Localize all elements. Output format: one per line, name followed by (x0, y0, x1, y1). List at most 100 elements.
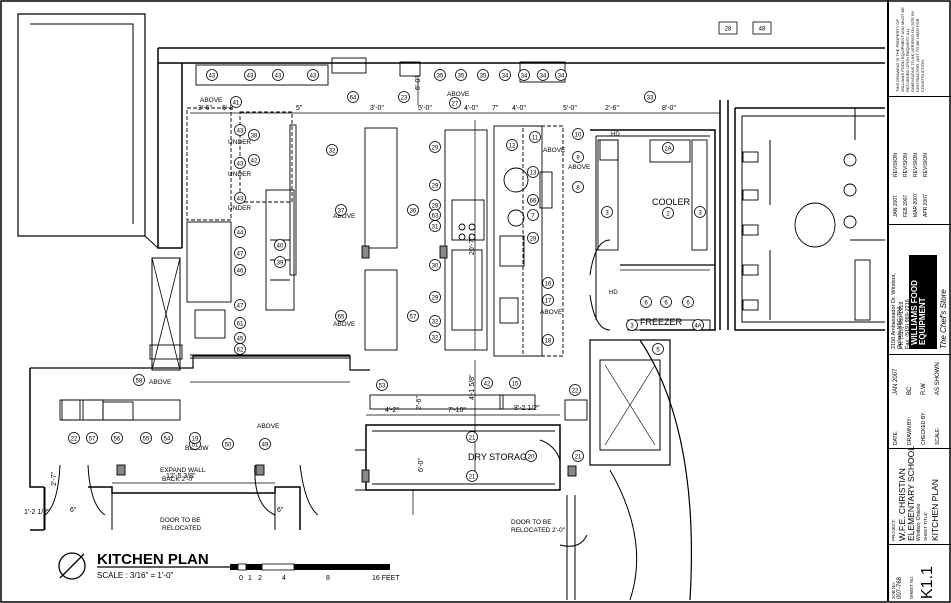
project-block: PROJECT: W.F.E. CHRISTIAN ELEMENTARY SCH… (889, 446, 951, 545)
equipment-tag: 42 (248, 154, 260, 166)
scale-bar (230, 563, 390, 571)
equipment-tag: 6 (660, 296, 672, 308)
equipment-tag: 32 (429, 315, 441, 327)
svg-text:ABOVE: ABOVE (257, 423, 280, 430)
equipment-tag: 2A (662, 142, 674, 154)
equipment-tag-label: 21 (575, 455, 582, 461)
equipment-tag-label: 64 (350, 96, 357, 102)
equipment-tag: 23 (398, 91, 410, 103)
equipment-tag-label: 22 (71, 437, 78, 443)
svg-text:UNDER: UNDER (228, 205, 251, 212)
svg-text:6": 6" (70, 507, 77, 514)
company-block: WILLIAMS FOOD EQUIPMENT The Chef's Store… (889, 224, 951, 355)
svg-text:4: 4 (282, 575, 286, 582)
equipment-tag-label: 27 (452, 102, 459, 108)
equipment-tag-label: 57 (410, 315, 417, 321)
svg-text:0: 0 (239, 575, 243, 582)
equipment-tag: 33 (644, 91, 656, 103)
equipment-tag: 43 (234, 192, 246, 204)
equipment-tag: 31 (429, 220, 441, 232)
svg-text:1: 1 (248, 575, 252, 582)
svg-text:2'-6": 2'-6" (605, 105, 619, 112)
equipment-tag: 30 (429, 259, 441, 271)
equipment-tag-label: 35 (480, 74, 487, 80)
equipment-tag: 18 (542, 334, 554, 346)
svg-text:7": 7" (492, 105, 499, 112)
equipment-tag-label: 9 (576, 156, 580, 162)
equipment-tag: 34 (499, 69, 511, 81)
sheet-number-block: JOB No: 007-768 SHEET No: K1.1 (889, 544, 951, 602)
svg-text:DOOR TO BE: DOOR TO BE (160, 517, 201, 524)
equipment-tag-label: 8 (576, 186, 580, 192)
equipment-tag: 49 (259, 438, 271, 450)
svg-text:2: 2 (258, 575, 262, 582)
equipment-tag-label: 31 (432, 225, 439, 231)
hand-sink-label: HD (609, 290, 618, 296)
equipment-tag: 27 (449, 97, 461, 109)
equipment-tag-label: 29 (432, 146, 439, 152)
company-tagline: The Chef's Store (939, 289, 948, 349)
dry-storage-label: DRY STORAGE (468, 452, 533, 462)
equipment-tag: 42 (481, 377, 493, 389)
equipment-tag: 21 (572, 450, 584, 462)
equipment-tag-label: 3 (605, 211, 609, 217)
svg-text:BACK 2'-0": BACK 2'-0" (162, 476, 195, 483)
equipment-tag: 50 (222, 438, 234, 450)
equipment-tag-label: 2A (664, 147, 671, 153)
equipment-tag-label: 18 (545, 339, 552, 345)
equipment (44, 57, 871, 547)
equipment-tag: 65 (335, 310, 347, 322)
equipment-tag-label: 56 (114, 437, 121, 443)
svg-text:ABOVE: ABOVE (447, 91, 470, 98)
equipment-tag: 35 (477, 69, 489, 81)
svg-text:7'-10": 7'-10" (448, 407, 466, 414)
svg-text:6'-8": 6'-8" (222, 105, 236, 112)
drawing-title-block: KITCHEN PLAN SCALE : 3/16" = 1'-0" 0 1 2… (58, 551, 400, 582)
svg-text:ABOVE: ABOVE (333, 213, 356, 220)
equipment-tag-label: 48 (759, 27, 766, 33)
equipment-tag: 29 (429, 141, 441, 153)
equipment-tag-label: 35 (437, 74, 444, 80)
equipment-tag: 45 (234, 332, 246, 344)
equipment-tag: 20 (525, 450, 537, 462)
equipment-tag: 6 (682, 296, 694, 308)
svg-text:20'-7": 20'-7" (469, 237, 476, 255)
equipment-tag-label: 45 (237, 337, 244, 343)
svg-text:1'-2 1/2": 1'-2 1/2" (24, 509, 50, 516)
svg-text:UNDER: UNDER (228, 171, 251, 178)
equipment-tag: 32 (326, 144, 338, 156)
equipment-tag: 22 (68, 432, 80, 444)
equipment-tag-label: 66 (530, 199, 537, 205)
svg-text:ABOVE: ABOVE (333, 321, 356, 328)
svg-text:UNDER: UNDER (228, 139, 251, 146)
equipment-tag-label: 28 (530, 237, 537, 243)
room-labels: COOLER FREEZER DRY STORAGE (468, 197, 691, 462)
equipment-tag-label: 3 (698, 211, 702, 217)
equipment-tag-label: 20 (528, 455, 535, 461)
north-arrow-needle (59, 553, 85, 579)
svg-text:EXPAND WALL: EXPAND WALL (160, 467, 206, 474)
equipment-tag-label: 7 (531, 214, 535, 220)
svg-text:ABOVE: ABOVE (568, 164, 591, 171)
svg-text:6'-0": 6'-0" (415, 76, 422, 90)
equipment-tag-label: 40 (277, 244, 284, 250)
equipment-tag: 43 (244, 69, 256, 81)
svg-text:3'-6": 3'-6" (198, 105, 212, 112)
equipment-tag: 2 (662, 207, 674, 219)
equipment-tag-label: 30 (432, 264, 439, 270)
svg-text:RELOCATED 2'-0": RELOCATED 2'-0" (511, 527, 566, 534)
equipment-tag-label: 32 (432, 320, 439, 326)
svg-text:5'-0": 5'-0" (418, 105, 432, 112)
equipment-tag-label: 44 (237, 231, 244, 237)
equipment-tag: 38 (248, 129, 260, 141)
equipment-tag: 43 (206, 69, 218, 81)
equipment-tag-label: 4A (694, 324, 701, 330)
equipment-tag: 48 (752, 21, 772, 35)
company-logo: WILLIAMS FOOD EQUIPMENT (909, 255, 937, 349)
title-block: THIS DRAWING IS THE PROPERTY OF WILLIAMS… (887, 0, 951, 601)
equipment-tag: 29 (429, 291, 441, 303)
equipment-tag: 43 (272, 69, 284, 81)
